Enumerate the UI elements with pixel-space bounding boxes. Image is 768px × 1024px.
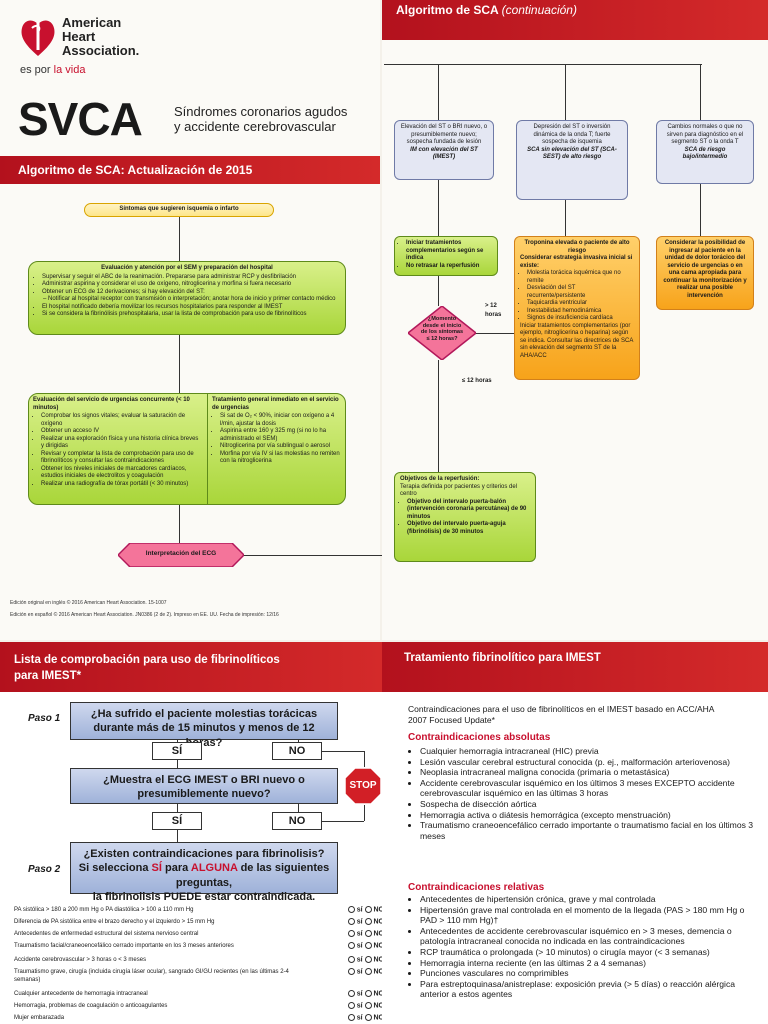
edition-note-1: Edición original en inglés © 2016 Americ…: [10, 600, 167, 606]
checklist-row[interactable]: Diferencia de PA sistólica entre el braz…: [14, 918, 384, 926]
symptoms-box: Síntomas que sugieren isquemia o infarto: [84, 203, 274, 217]
paso2-label: Paso 2: [28, 864, 61, 875]
list-item: Si se considera la fibrinólisis prehospi…: [42, 311, 340, 319]
aha-heart-logo-icon: [20, 14, 56, 63]
st-depression-box: Depresión del ST o inversión dinámica de…: [516, 120, 628, 200]
list-item: El hospital notificado debería movilizar…: [42, 304, 340, 312]
question-2: ¿Muestra el ECG IMEST o BRI nuevo o pres…: [70, 768, 338, 804]
absolute-title: Contraindicaciones absolutas: [408, 732, 551, 743]
ecg-interpretation-hexagon: Interpretación del ECG: [116, 542, 246, 568]
relative-title: Contraindicaciones relativas: [408, 882, 545, 893]
checklist-row[interactable]: Traumatismo facial/craneoencefálico cerr…: [14, 942, 384, 950]
gt12-label: > 12 horas: [485, 303, 502, 318]
list-item: Administrar aspirina y considerar el uso…: [42, 281, 340, 289]
checklist-row[interactable]: Accidente cerebrovascular > 3 horas o < …: [14, 956, 384, 964]
paso1-label: Paso 1: [28, 713, 61, 724]
checklist-row[interactable]: PA sistólica > 180 a 200 mm Hg o PA dias…: [14, 906, 384, 914]
checklist-bar: Lista de comprobación para uso de fibrin…: [0, 642, 382, 692]
question-1: ¿Ha sufrido el paciente molestias toráci…: [70, 702, 338, 749]
ems-title: Evaluación y atención por el SEM y prepa…: [101, 265, 273, 271]
stop-sign-icon: STOP: [344, 767, 382, 805]
checklist-row[interactable]: Antecedentes de enfermedad estructural d…: [14, 930, 384, 938]
er-treatment-box: Evaluación del servicio de urgencias con…: [28, 393, 346, 505]
question-3: ¿Existen contraindicaciones para fibrino…: [70, 842, 338, 903]
absolute-list: Cualquier hemorragia intracraneal (HIC) …: [408, 746, 760, 841]
er-eval: Evaluación del servicio de urgencias con…: [33, 397, 203, 488]
fibrinolytic-bar: Tratamiento fibrinolítico para IMEST: [382, 642, 768, 692]
list-item: Obtener un ECG de 12 derivaciones; si ha…: [42, 289, 340, 297]
checklist-row[interactable]: Hemorragia, problemas de coagulación o a…: [14, 1002, 384, 1010]
panel-fibrinolytic: [382, 642, 768, 1024]
relative-list: Antecedentes de hipertensión crónica, gr…: [408, 894, 760, 1000]
list-item: Supervisar y seguir el ABC de la reanima…: [42, 274, 340, 282]
ems-box: Evaluación y atención por el SEM y prepa…: [28, 261, 346, 335]
consider-admission-box: Considerar la posibilidad de ingresar al…: [656, 236, 754, 310]
reperfusion-box: Objetivos de la reperfusión: Terapia def…: [394, 472, 536, 562]
fibrino-intro: Contraindicaciones para el uso de fibrin…: [408, 704, 715, 725]
edition-note-2: Edición en español © 2016 American Heart…: [10, 612, 279, 618]
answer-no-1[interactable]: NO: [272, 742, 322, 760]
time-decision-diamond: ¿Momento desde el inicio de los síntomas…: [406, 305, 478, 361]
cover-title: SVCA: [18, 93, 143, 145]
answer-si-2[interactable]: SÍ: [152, 812, 202, 830]
checklist-row[interactable]: Traumatismo grave, cirugía (incluida cir…: [14, 969, 289, 983]
checklist-row[interactable]: Cualquier antecedente de hemorragia intr…: [14, 990, 384, 998]
left-section-bar: Algoritmo de SCA: Actualización de 2015: [0, 156, 380, 184]
answer-si-1[interactable]: SÍ: [152, 742, 202, 760]
panel-checklist: [0, 642, 382, 1024]
right-section-bar: Algoritmo de SCA (continuación): [382, 0, 768, 40]
start-treatment-box: Iniciar tratamientos complementarios seg…: [394, 236, 498, 276]
le12-label: ≤ 12 horas: [462, 378, 492, 384]
answer-no-2[interactable]: NO: [272, 812, 322, 830]
normal-st-box: Cambios normales o que no sirven para di…: [656, 120, 754, 184]
er-immediate-treatment: Tratamiento general inmediato en el serv…: [212, 397, 342, 466]
troponin-box: Troponina elevada o paciente de alto rie…: [514, 236, 640, 380]
st-elevation-box: Elevación del ST o BRI nuevo, o presumib…: [394, 120, 494, 180]
logo-tagline: es por la vida: [20, 64, 86, 76]
list-item: Notificar al hospital receptor con trans…: [48, 296, 340, 304]
